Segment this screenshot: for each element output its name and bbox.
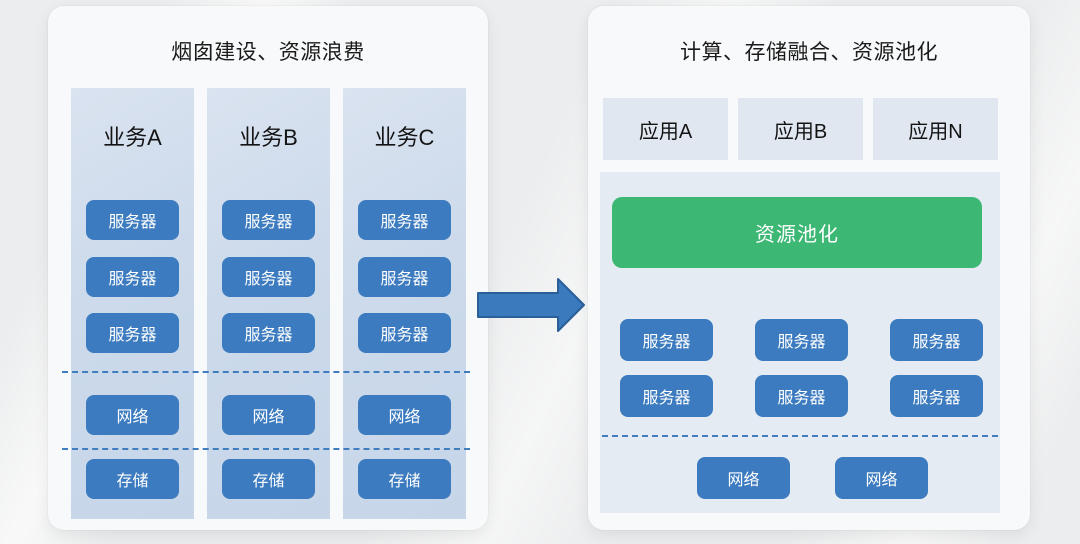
storage-box: 存储 [222, 459, 315, 499]
server-box: 服务器 [358, 257, 451, 297]
server-box: 服务器 [620, 319, 713, 361]
server-box: 服务器 [755, 319, 848, 361]
server-box: 服务器 [755, 375, 848, 417]
network-box: 网络 [86, 395, 179, 435]
resource-pool-container: 资源池化 服务器 服务器 服务器 服务器 服务器 服务器 网络 网络 [600, 172, 1000, 513]
server-box: 服务器 [890, 319, 983, 361]
server-box: 服务器 [86, 313, 179, 353]
server-box: 服务器 [620, 375, 713, 417]
server-box: 服务器 [222, 200, 315, 240]
network-storage-divider-dashed [62, 448, 470, 450]
server-network-divider-dashed [602, 435, 998, 437]
network-box: 网络 [358, 395, 451, 435]
server-box: 服务器 [358, 200, 451, 240]
storage-box: 存储 [358, 459, 451, 499]
server-box: 服务器 [86, 257, 179, 297]
server-box: 服务器 [222, 313, 315, 353]
business-a-label: 业务A [103, 125, 162, 150]
network-box: 网络 [697, 457, 790, 499]
storage-box: 存储 [86, 459, 179, 499]
app-box-n: 应用N [873, 98, 998, 160]
app-box-a: 应用A [603, 98, 728, 160]
silo-architecture-panel: 烟囱建设、资源浪费 业务A 服务器 服务器 服务器 网络 存储 业务B 服务器 … [48, 6, 488, 530]
server-box: 服务器 [358, 313, 451, 353]
pooled-architecture-panel: 计算、存储融合、资源池化 应用A 应用B 应用N 资源池化 服务器 服务器 服务… [588, 6, 1030, 530]
server-box: 服务器 [222, 257, 315, 297]
pooled-panel-title: 计算、存储融合、资源池化 [680, 41, 938, 64]
app-box-b: 应用B [738, 98, 863, 160]
server-box: 服务器 [890, 375, 983, 417]
server-box: 服务器 [86, 200, 179, 240]
right-arrow-icon [477, 278, 585, 332]
business-column-a: 业务A 服务器 服务器 服务器 网络 存储 [71, 88, 194, 519]
business-column-b: 业务B 服务器 服务器 服务器 网络 存储 [207, 88, 330, 519]
resource-pool-box: 资源池化 [612, 197, 982, 268]
network-box: 网络 [222, 395, 315, 435]
business-column-c: 业务C 服务器 服务器 服务器 网络 存储 [343, 88, 466, 519]
server-network-divider-dashed [62, 371, 470, 373]
business-b-label: 业务B [239, 125, 298, 150]
network-box: 网络 [835, 457, 928, 499]
business-c-label: 业务C [374, 125, 435, 150]
silo-panel-title: 烟囱建设、资源浪费 [171, 41, 365, 64]
